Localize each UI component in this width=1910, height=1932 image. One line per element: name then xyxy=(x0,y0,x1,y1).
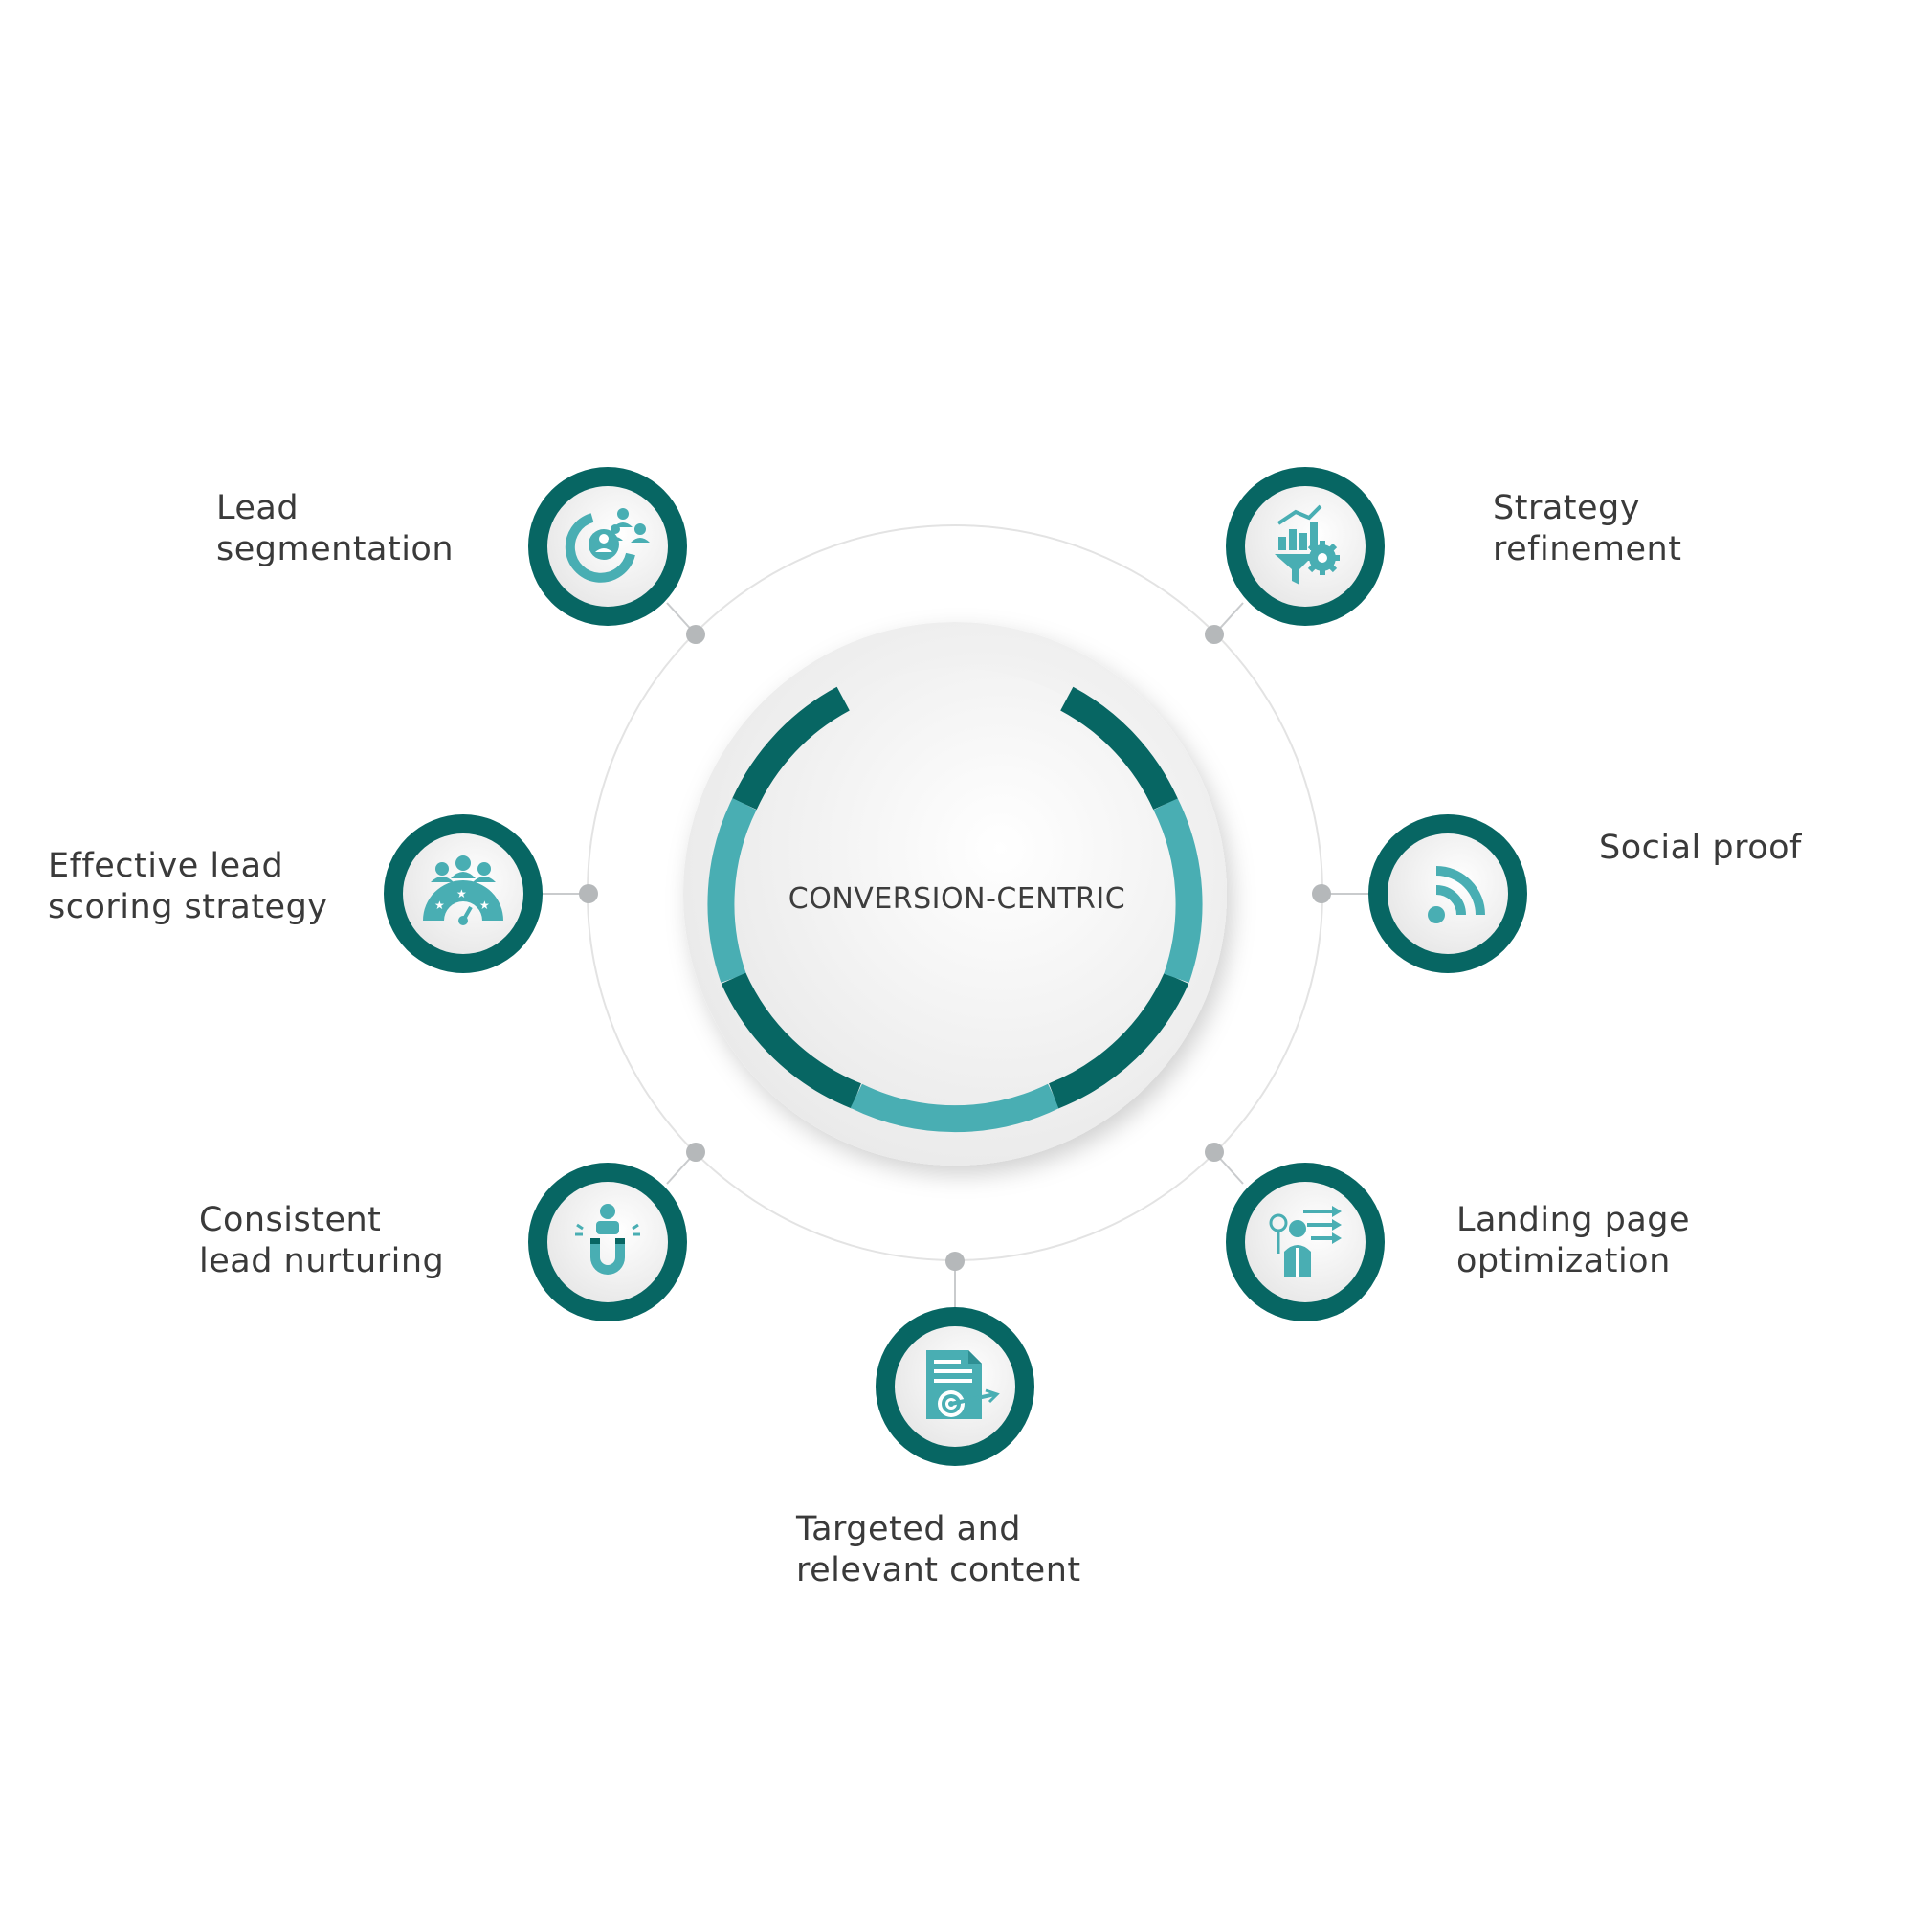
center-inner-disc xyxy=(729,668,1181,1120)
connector-dots xyxy=(579,625,1331,1271)
rss-feed-icon xyxy=(1428,866,1485,923)
arc-segment xyxy=(850,1083,1060,1133)
label-line: segmentation xyxy=(216,530,455,568)
label-line: scoring strategy xyxy=(48,888,328,926)
strategy-refinement-icon xyxy=(1275,504,1340,585)
arc-segment xyxy=(721,972,862,1109)
label-line: Social proof xyxy=(1599,829,1802,867)
connector-dot xyxy=(579,884,598,903)
arc-segment xyxy=(1048,972,1189,1109)
svg-text:★: ★ xyxy=(434,899,445,912)
label-line: Consistent xyxy=(199,1201,382,1239)
node-targeted-relevant-content xyxy=(876,1307,1034,1466)
label-consistent-lead-nurturing: Consistent lead nurturing xyxy=(199,1200,444,1282)
arc-segment xyxy=(707,797,757,983)
center-label: CONVERSION-CENTRIC xyxy=(788,882,1126,916)
svg-text:★: ★ xyxy=(479,899,490,912)
arc-segment xyxy=(1060,686,1178,811)
node-strategy-refinement xyxy=(1226,467,1385,626)
connector-dot xyxy=(1312,884,1331,903)
connector-dot xyxy=(945,1252,965,1271)
effective-lead-scoring-icon: ★ ★ ★ xyxy=(423,855,503,925)
lead-segmentation-icon xyxy=(565,508,650,583)
label-line: lead nurturing xyxy=(199,1242,445,1280)
svg-text:★: ★ xyxy=(456,887,467,900)
label-line: Lead xyxy=(216,489,300,527)
label-social-proof: Social proof xyxy=(1599,828,1802,869)
center-arc-ring xyxy=(707,686,1203,1133)
label-line: relevant content xyxy=(796,1551,1081,1589)
label-line: refinement xyxy=(1493,530,1682,568)
label-lead-segmentation: Lead segmentation xyxy=(216,488,454,570)
connector-dot xyxy=(686,625,705,644)
node-face xyxy=(1245,1182,1366,1302)
label-strategy-refinement: Strategy refinement xyxy=(1493,488,1681,570)
arc-segment xyxy=(1153,797,1203,983)
connector-dot xyxy=(686,1143,705,1162)
node-landing-page-optimization xyxy=(1226,1163,1385,1321)
arc-segment xyxy=(732,686,850,811)
target-document-icon xyxy=(926,1350,1000,1419)
connector-dot xyxy=(1205,1143,1224,1162)
label-landing-page-optimization: Landing page optimization xyxy=(1456,1200,1690,1282)
label-effective-lead-scoring: Effective lead scoring strategy xyxy=(48,846,328,928)
label-line: Targeted and xyxy=(796,1510,1022,1548)
node-face xyxy=(547,1182,668,1302)
node-social-proof xyxy=(1368,814,1527,973)
node-effective-lead-scoring: ★ ★ ★ xyxy=(384,814,543,973)
magnet-person-icon xyxy=(575,1204,640,1275)
label-line: optimization xyxy=(1456,1242,1671,1280)
connector-dot xyxy=(1205,625,1224,644)
node-consistent-lead-nurturing xyxy=(528,1163,687,1321)
label-targeted-relevant-content: Targeted and relevant content xyxy=(796,1509,1081,1591)
node-lead-segmentation xyxy=(528,467,687,626)
label-line: Landing page xyxy=(1456,1201,1691,1239)
landing-page-optimization-icon xyxy=(1269,1206,1342,1277)
label-line: Effective lead xyxy=(48,847,284,885)
label-line: Strategy xyxy=(1493,489,1640,527)
